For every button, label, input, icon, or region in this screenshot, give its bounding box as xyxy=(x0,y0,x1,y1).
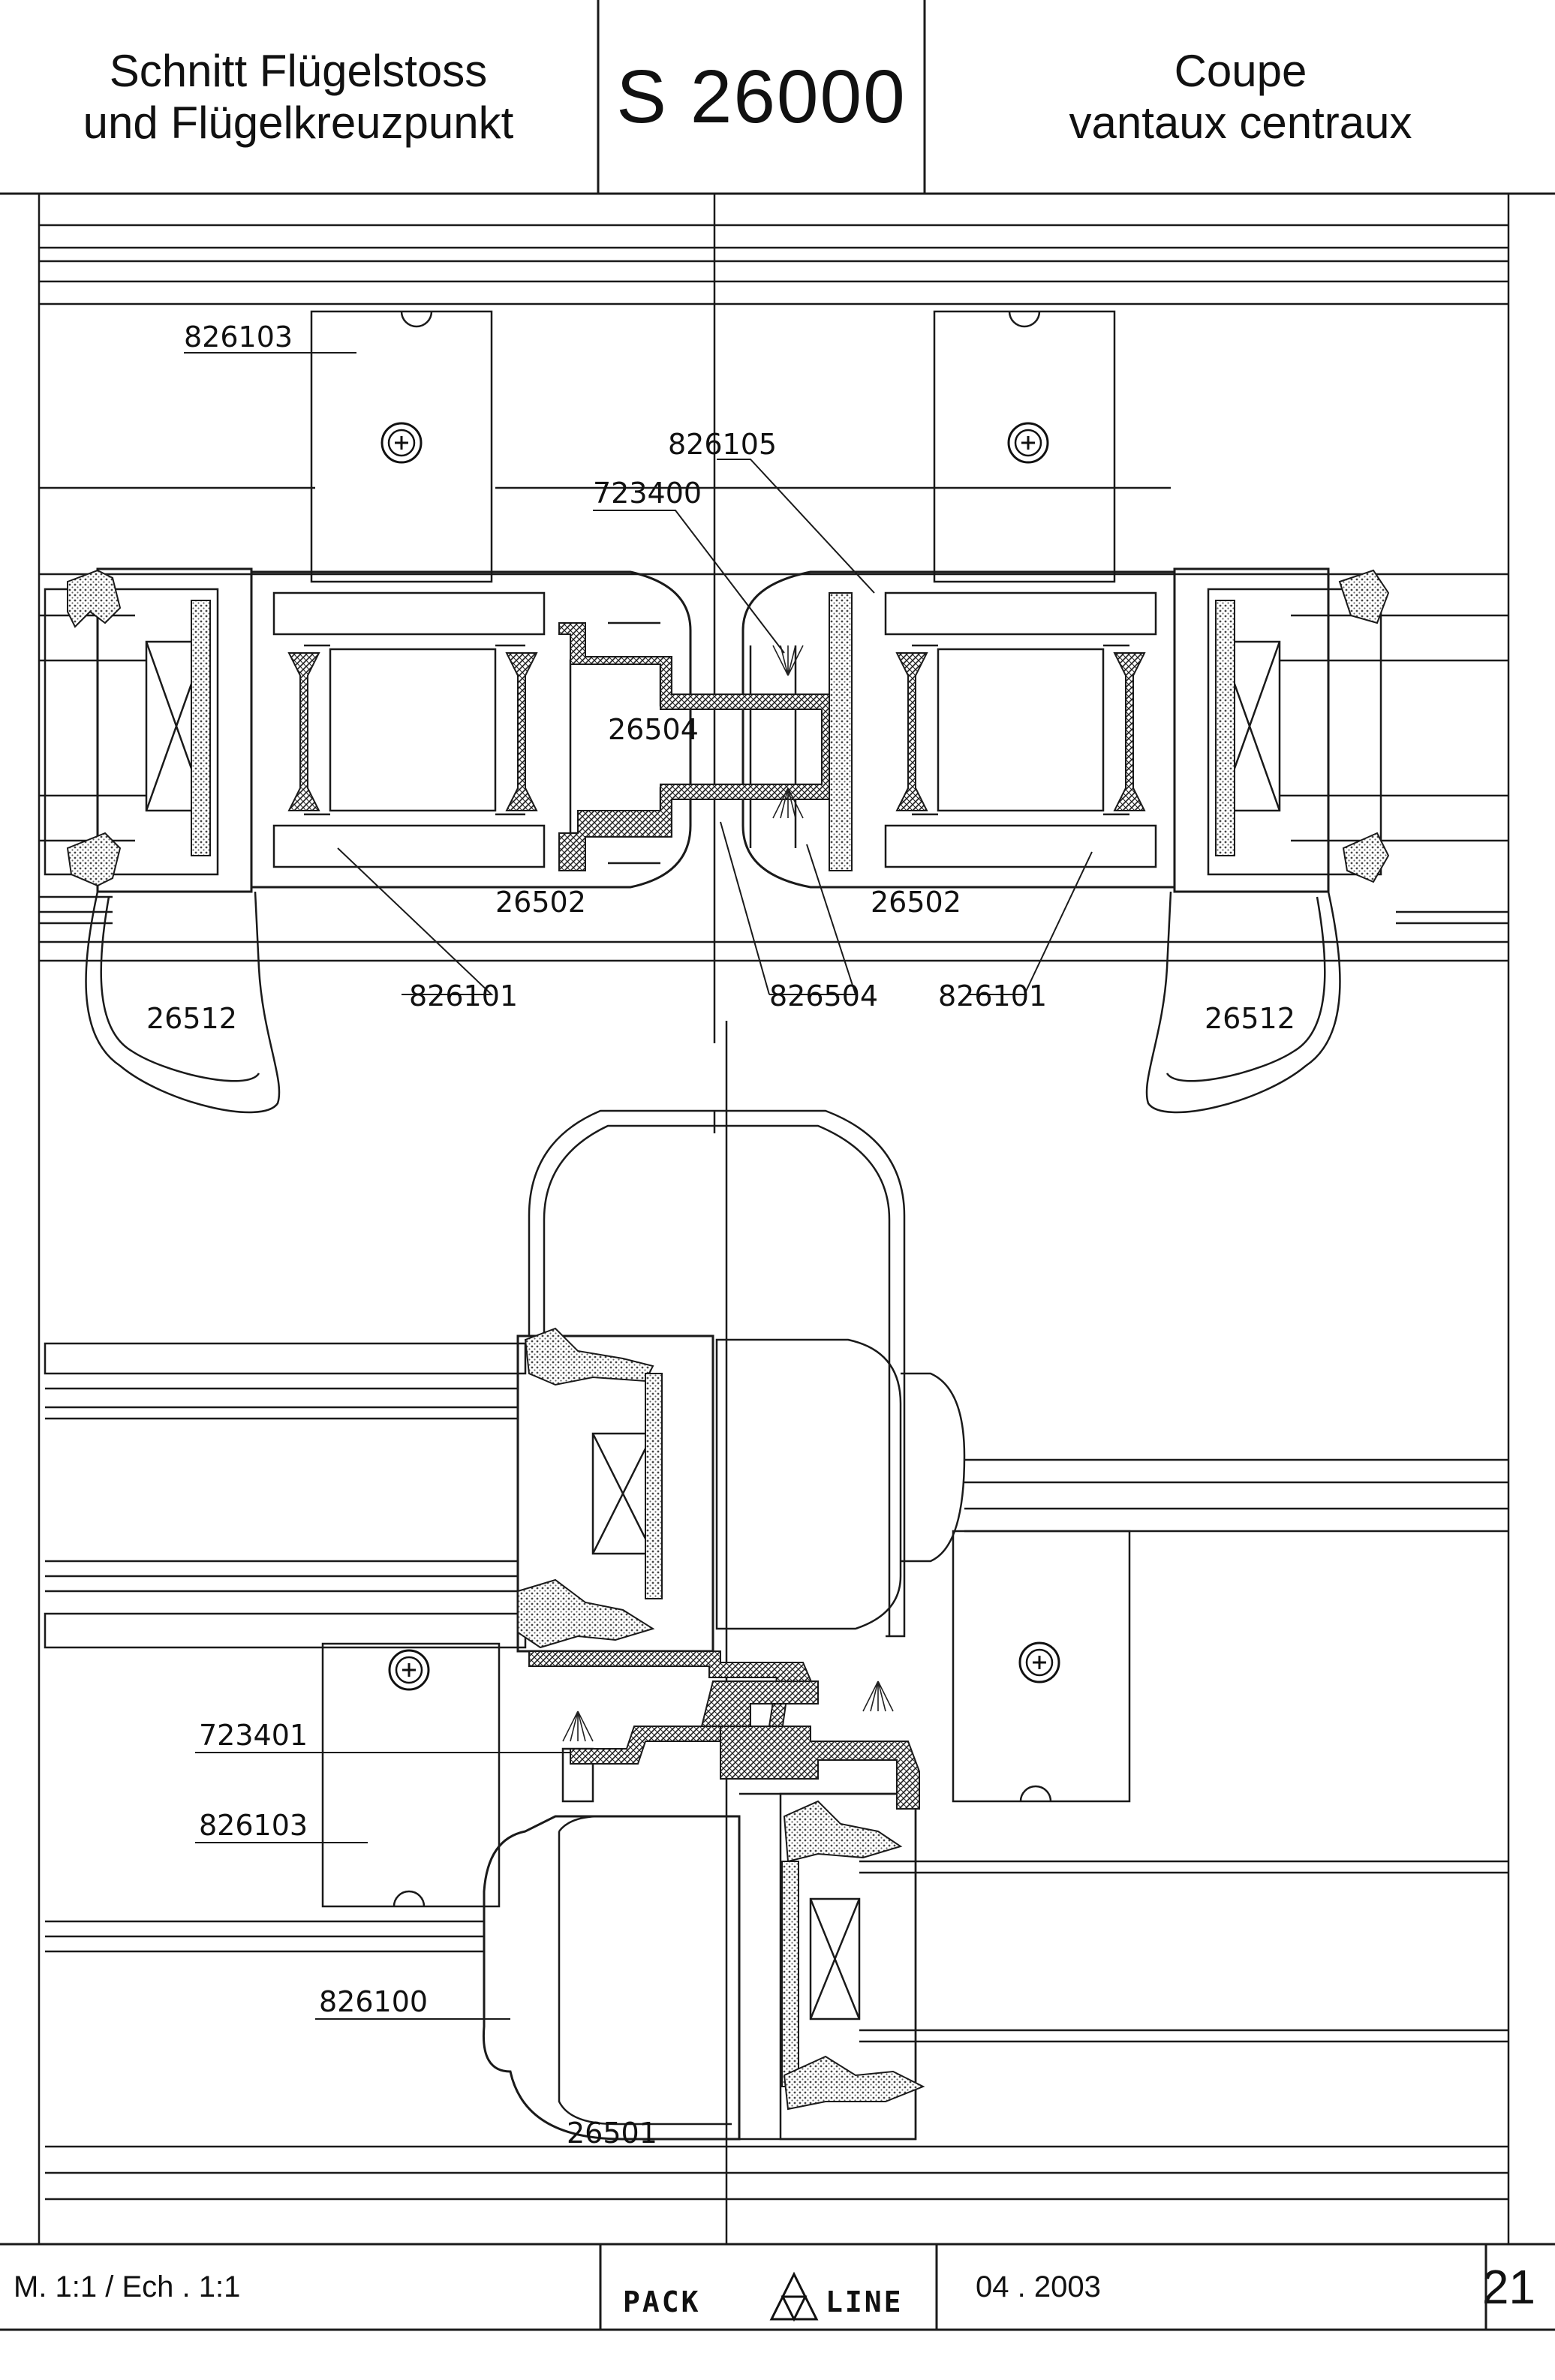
triangle-logo-icon xyxy=(769,2271,819,2322)
label-723400: 723400 xyxy=(593,477,702,510)
logo-text-left: PACK xyxy=(623,2285,701,2318)
title-french: Coupe vantaux centraux xyxy=(926,0,1555,194)
logo-text-right: LINE xyxy=(826,2285,904,2318)
label-26502-right: 26502 xyxy=(871,886,961,919)
label-826101-right: 826101 xyxy=(938,979,1047,1012)
screw-cross-icon xyxy=(1018,1641,1060,1683)
screw-cross-icon xyxy=(380,422,423,464)
title-german-line2: und Flügelkreuzpunkt xyxy=(83,98,514,148)
label-26512-left: 26512 xyxy=(146,1002,237,1035)
label-826101-left: 826101 xyxy=(409,979,518,1012)
title-german: Schnitt Flügelstoss und Flügelkreuzpunkt xyxy=(0,0,597,194)
page-number: 21 xyxy=(1481,2260,1535,2314)
scale-note: M. 1:1 / Ech . 1:1 xyxy=(14,2270,241,2303)
title-german-line1: Schnitt Flügelstoss xyxy=(109,46,488,96)
label-826504: 826504 xyxy=(769,979,878,1012)
brand-logo: PACK LINE xyxy=(623,2271,904,2322)
label-826100: 826100 xyxy=(319,1985,428,2018)
label-723401: 723401 xyxy=(199,1719,308,1752)
label-826103-lower: 826103 xyxy=(199,1809,308,1842)
drawing-number: S 26000 xyxy=(616,54,907,139)
label-826105: 826105 xyxy=(668,428,777,461)
label-26512-right: 26512 xyxy=(1205,1002,1295,1035)
screw-cross-icon xyxy=(1007,422,1049,464)
label-826103-top: 826103 xyxy=(184,320,293,354)
date-stamp: 04 . 2003 xyxy=(976,2270,1101,2303)
label-26504: 26504 xyxy=(608,713,699,746)
label-26502-left: 26502 xyxy=(495,886,586,919)
title-french-line2: vantaux centraux xyxy=(1069,98,1412,148)
label-26501: 26501 xyxy=(567,2117,657,2150)
title-french-line1: Coupe xyxy=(1174,46,1307,96)
screw-cross-icon xyxy=(388,1649,430,1691)
